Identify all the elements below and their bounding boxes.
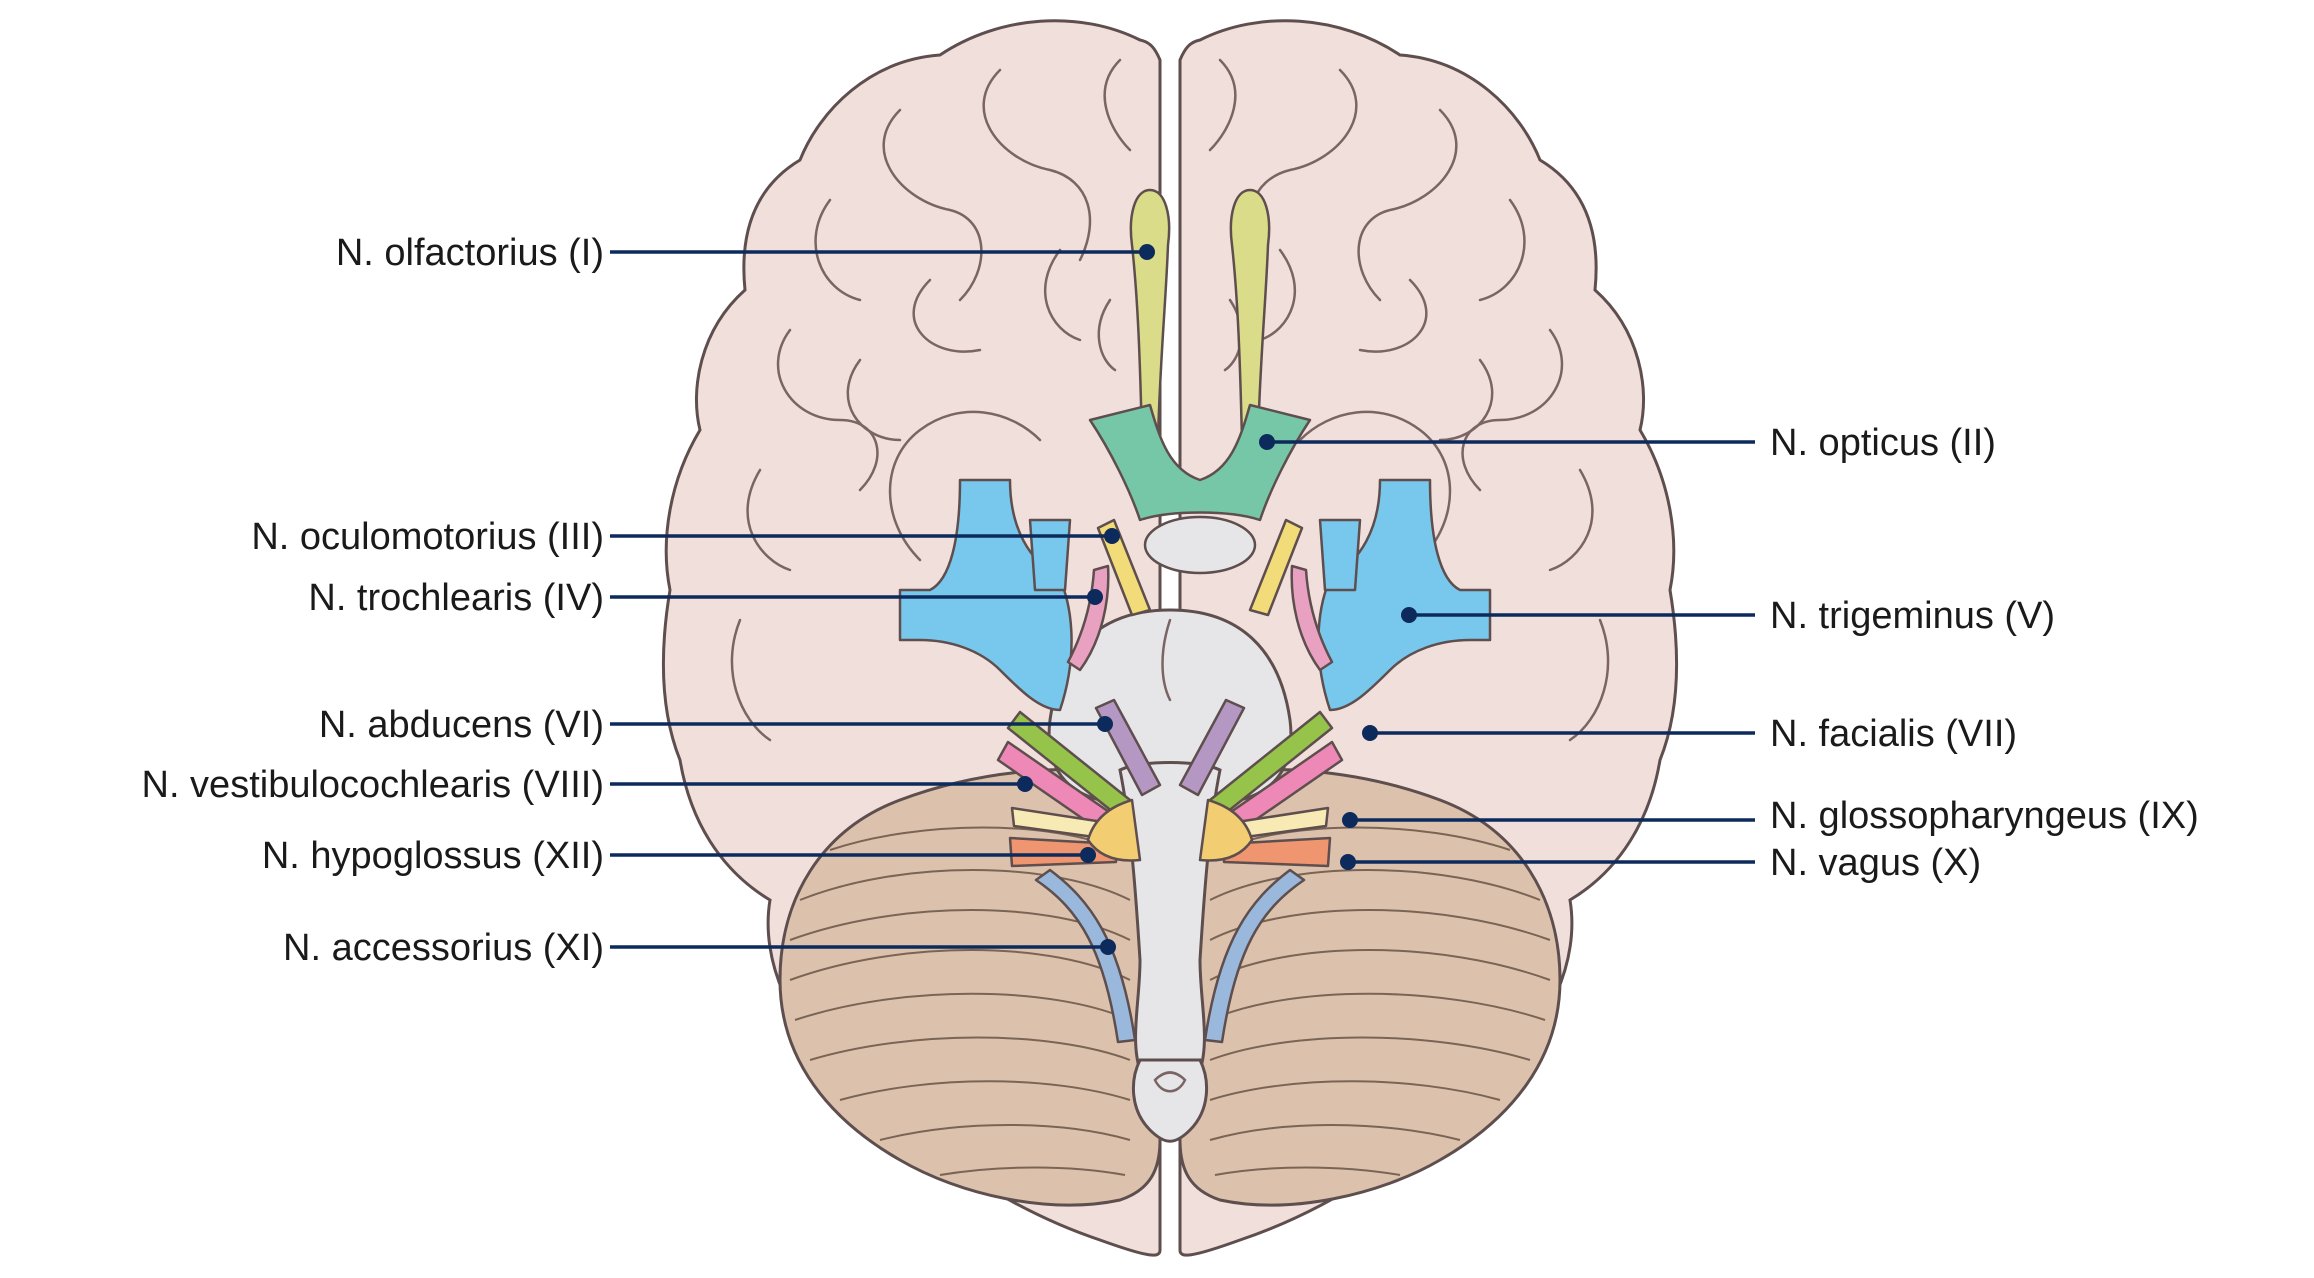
pituitary-stalk (1143, 515, 1257, 575)
pointer-vagus (1340, 854, 1356, 870)
cerebellum (778, 768, 1562, 1207)
pointer-glossopharyngeus (1342, 812, 1358, 828)
label-opticus: N. opticus (II) (1770, 422, 1996, 464)
vagus-nerve-right (1222, 836, 1332, 868)
hypoglossal-nerve-left (1086, 798, 1142, 862)
optic-chiasm (1088, 403, 1312, 522)
pointer-vestibulocochlearis (1017, 776, 1033, 792)
accessory-nerve-left (1034, 868, 1137, 1044)
label-trochlearis: N. trochlearis (IV) (308, 577, 604, 619)
label-oculomotorius: N. oculomotorius (III) (251, 516, 604, 558)
nerves (898, 188, 1492, 1044)
pointer-opticus (1259, 434, 1275, 450)
oculomotor-nerve-right (1248, 518, 1304, 617)
pointer-trochlearis (1087, 589, 1103, 605)
label-trigeminus: N. trigeminus (V) (1770, 595, 2055, 637)
pointer-abducens (1097, 716, 1113, 732)
label-vestibulocochlearis: N. vestibulocochlearis (VIII) (142, 764, 605, 806)
pointer-oculomotorius (1104, 528, 1120, 544)
label-glossopharyngeus: N. glossopharyngeus (IX) (1770, 795, 2199, 837)
hypoglossal-nerve-right (1198, 798, 1254, 862)
brainstem (1047, 608, 1293, 1143)
pointer-facialis (1362, 725, 1378, 741)
label-vagus: N. vagus (X) (1770, 842, 1981, 884)
medulla-oblongata (1118, 761, 1222, 1072)
spinal-cord-section (1131, 1058, 1209, 1143)
trochlear-nerve-right (1290, 564, 1334, 672)
label-abducens: N. abducens (VI) (319, 704, 604, 746)
label-facialis: N. facialis (VII) (1770, 713, 2017, 755)
abducens-nerve-right (1178, 698, 1246, 797)
label-hypoglossus: N. hypoglossus (XII) (262, 835, 604, 877)
leader-lines (610, 244, 1755, 955)
label-olfactorius: N. olfactorius (I) (336, 232, 604, 274)
accessory-nerve-right (1203, 868, 1306, 1044)
pointer-olfactorius (1139, 244, 1155, 260)
label-accessorius: N. accessorius (XI) (283, 927, 604, 969)
pointer-hypoglossus (1080, 847, 1096, 863)
labels: N. olfactorius (I) N. opticus (II) N. oc… (142, 232, 2199, 969)
cerebellar-folia (789, 826, 1551, 1176)
pointer-accessorius (1100, 939, 1116, 955)
pointer-trigeminus (1401, 607, 1417, 623)
